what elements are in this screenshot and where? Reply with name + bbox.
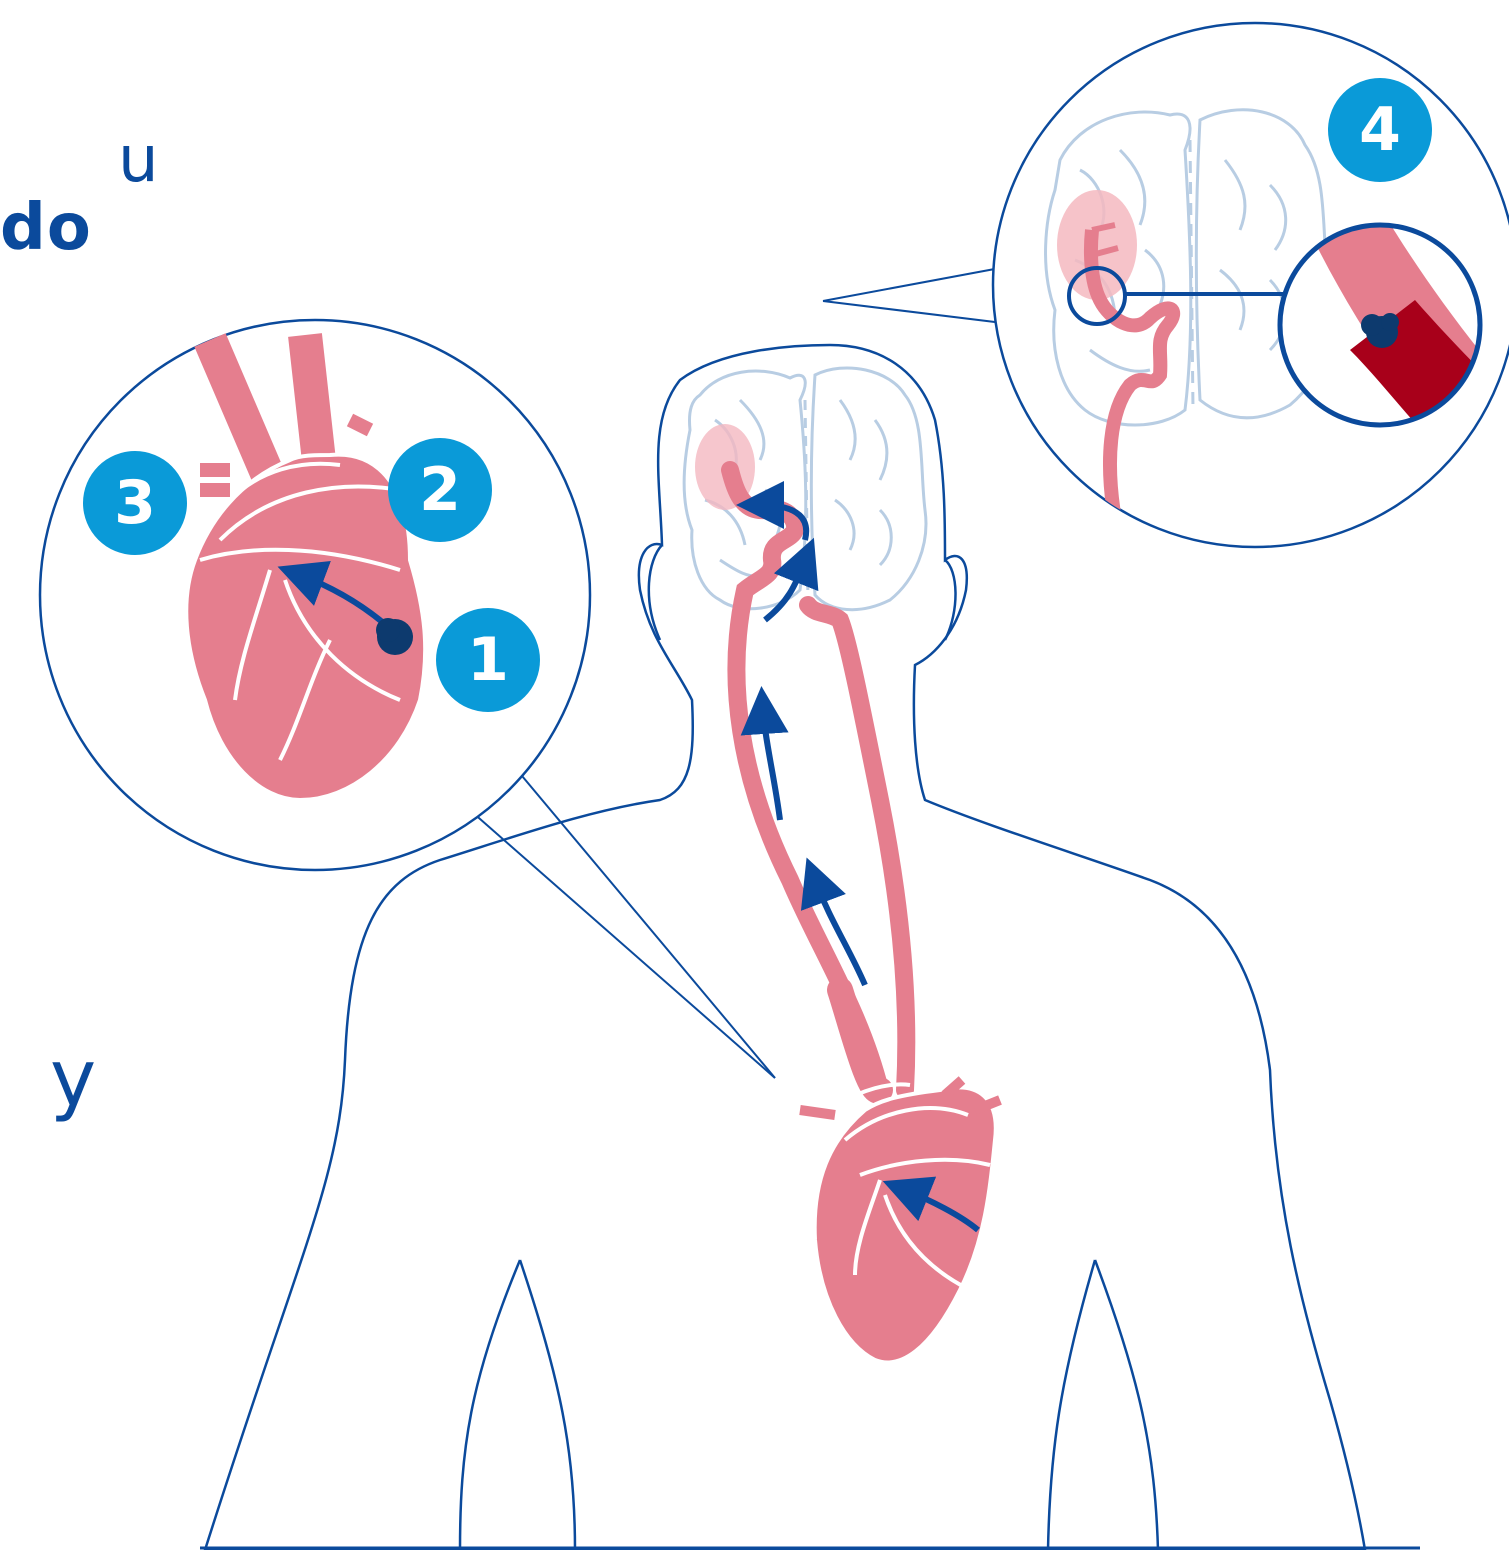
badge-3: 3 xyxy=(83,451,187,555)
brain-callout-lines xyxy=(823,268,1003,323)
badge-1-label: 1 xyxy=(467,625,509,695)
badge-2-label: 2 xyxy=(419,455,461,525)
badge-3-label: 3 xyxy=(114,468,156,538)
badge-1: 1 xyxy=(436,608,540,712)
badge-4: 4 xyxy=(1328,78,1432,182)
badge-4-label: 4 xyxy=(1359,95,1401,165)
badge-2: 2 xyxy=(388,438,492,542)
